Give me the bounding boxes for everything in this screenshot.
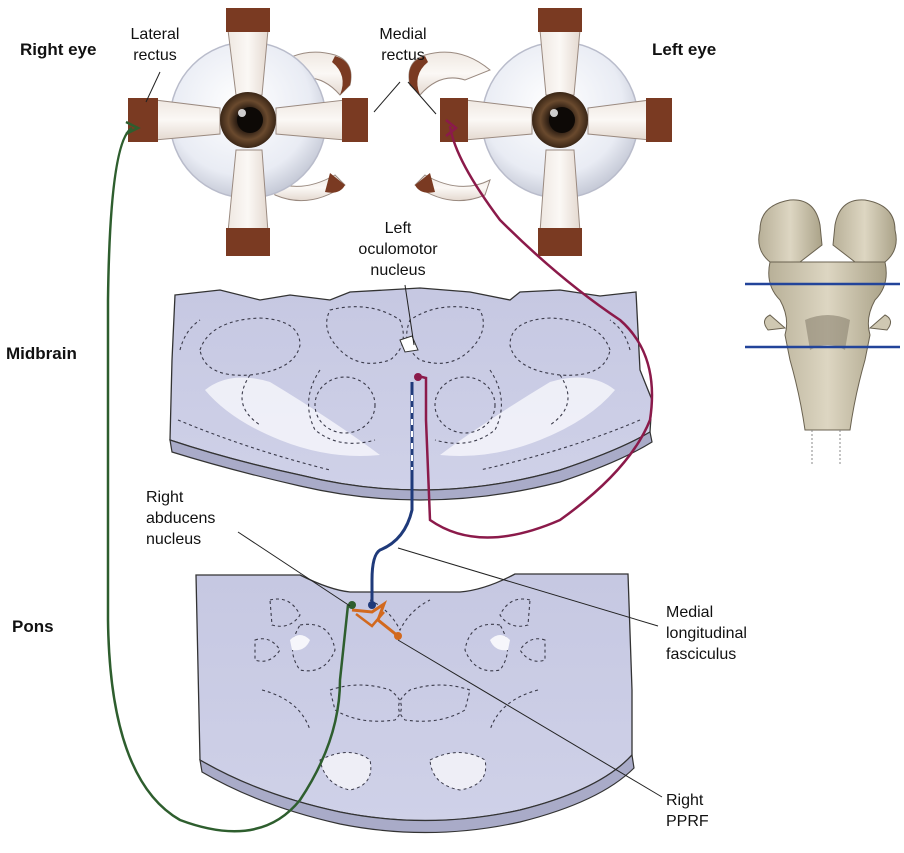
left-eye-label: Left eye	[652, 40, 717, 59]
oculomotor-nerve-pathway	[417, 125, 654, 539]
pons-section	[195, 573, 635, 834]
left-eye-illustration	[408, 8, 672, 256]
mlf-pathway	[370, 382, 414, 605]
brainstem-inset	[745, 199, 900, 465]
pathways	[106, 119, 654, 833]
leader-lines	[145, 71, 663, 798]
right-eye-illustration	[128, 8, 368, 256]
left-eye-inferior-rectus	[539, 149, 581, 233]
right-eye-label: Right eye	[20, 40, 97, 59]
abducens-nerve-pathway	[106, 126, 350, 833]
left-eye-superior-rectus	[539, 29, 581, 96]
pons-label: Pons	[12, 617, 54, 636]
pprf-structure	[351, 600, 399, 638]
midbrain-label: Midbrain	[6, 344, 77, 363]
